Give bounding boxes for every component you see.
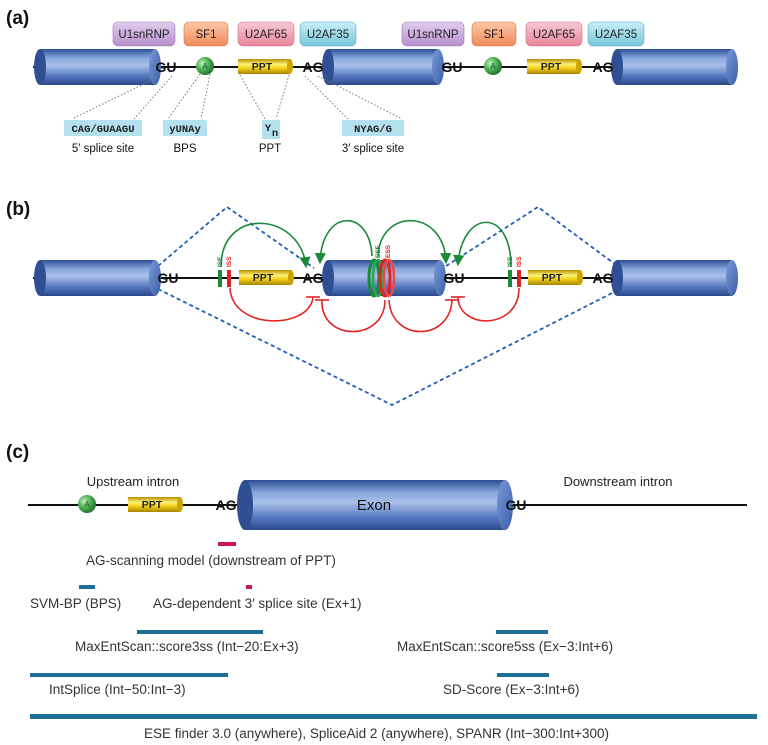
protein-label: U2AF35 [307,29,349,41]
panel-b-label: (b) [6,199,30,220]
region-bar-svm-bp [79,585,95,589]
splice-path-upper-right [445,205,621,269]
region-label-ag-dependent: AG-dependent 3′ splice site (Ex+1) [153,596,362,611]
iss-bar-right [517,270,521,287]
protein-u2af35-2: U2AF35 [587,21,645,47]
region-label-svm-bp: SVM-BP (BPS) [30,596,121,611]
iss-bar-left [227,270,231,287]
region-label-maxent-3ss: MaxEntScan::score3ss (Int−20:Ex+3) [75,639,299,654]
leader-lines [71,73,403,120]
exon-a1 [34,49,161,85]
downstream-intron-label: Downstream intron [563,474,672,489]
caption-ppt: PPT [259,143,281,155]
region-bar-maxent-5ss [496,630,548,634]
protein-u2af65-1: U2AF65 [237,21,295,47]
exon-b1 [34,260,161,296]
ise-bar-left [218,270,222,287]
gu-label: GU [444,270,465,286]
protein-sf1-1: SF1 [183,21,229,47]
panel-c-label: (c) [6,442,29,463]
region-bar-intsplice [30,673,228,677]
exon-a2 [322,49,444,85]
gu-label: GU [506,497,527,513]
branch-point-a1: A [196,57,214,75]
seq-box-5ss: CAG/GUAAGU [64,120,142,136]
iss-label-right: ISS [516,256,523,267]
protein-u2af35-1: U2AF35 [299,21,357,47]
ppt-b1: PPT [239,270,294,285]
seq-5ss: CAG/GUAAGU [71,124,134,136]
exon-c: Exon [237,480,513,530]
protein-u1snrnp-2: U1snRNP [401,21,465,47]
seq-box-ppt: Y n [262,120,280,140]
panel-a-label: (a) [6,8,29,29]
region-label-ese-finder: ESE finder 3.0 (anywhere), SpliceAid 2 (… [144,726,609,741]
ppt-label: PPT [252,61,273,73]
region-label-intsplice: IntSplice (Int−50:Int−3) [49,682,186,697]
branch-point-label: A [84,500,90,509]
region-bar-ag-dependent [246,585,252,589]
ppt-label: PPT [541,61,562,73]
ag-label: AG [303,59,324,75]
region-bar-sd-score [497,673,549,677]
protein-sf1-2: SF1 [471,21,517,47]
region-label-ag-scanning: AG-scanning model (downstream of PPT) [86,553,336,568]
protein-label: U2AF65 [533,29,575,41]
exon-b3 [611,260,738,296]
gu-label: GU [158,270,179,286]
protein-u1snrnp-1: U1snRNP [112,21,176,47]
ag-label: AG [303,270,324,286]
ag-label: AG [216,497,237,513]
protein-u2af65-2: U2AF65 [525,21,583,47]
branch-point-label: A [202,62,208,71]
region-bar-ag-scanning [218,542,236,546]
ag-label: AG [593,270,614,286]
protein-label: U1snRNP [407,29,458,41]
protein-label: U2AF35 [595,29,637,41]
region-bar-ese-finder [30,714,757,719]
region-label-maxent-5ss: MaxEntScan::score5ss (Ex−3:Int+6) [397,639,613,654]
ppt-label: PPT [542,272,563,284]
ppt-c: PPT [128,497,183,512]
branch-point-c: A [78,495,96,513]
exon-a3 [611,49,738,85]
silencer-arcs [229,287,520,333]
ppt-b2: PPT [528,270,583,285]
caption-5ss: 5′ splice site [72,143,134,155]
region-bar-maxent-3ss [137,630,263,634]
branch-point-label: A [490,62,496,71]
caption-3ss: 3′ splice site [342,143,404,155]
gu-label: GU [156,59,177,75]
ag-label: AG [593,59,614,75]
seq-ppt-subscript: n [272,128,278,140]
seq-box-bps: yUNAy [163,120,207,136]
protein-label: SF1 [483,29,504,41]
seq-box-3ss: NYAG/G [342,120,404,136]
ess-band [378,258,396,298]
branch-point-a2: A [484,57,502,75]
ppt-a2: PPT [527,59,582,74]
splice-path-upper-left [157,205,315,269]
exon-label: Exon [357,497,391,514]
ise-bar-right [508,270,512,287]
upstream-intron-label: Upstream intron [87,474,179,489]
seq-bps: yUNAy [169,124,201,136]
protein-label: SF1 [195,29,216,41]
enhancer-arrows [220,220,512,269]
protein-label: U2AF65 [245,29,287,41]
seq-3ss: NYAG/G [354,124,392,136]
region-label-sd-score: SD-Score (Ex−3:Int+6) [443,682,580,697]
ppt-label: PPT [253,272,274,284]
caption-bps: BPS [173,143,196,155]
protein-label: U1snRNP [118,29,169,41]
ppt-a1: PPT [238,59,293,74]
ppt-label: PPT [142,499,163,511]
iss-label-left: ISS [226,256,233,267]
seq-ppt: Y [265,123,272,135]
gu-label: GU [442,59,463,75]
ess-label: ESS [385,244,392,258]
splice-path-skip [157,288,621,407]
